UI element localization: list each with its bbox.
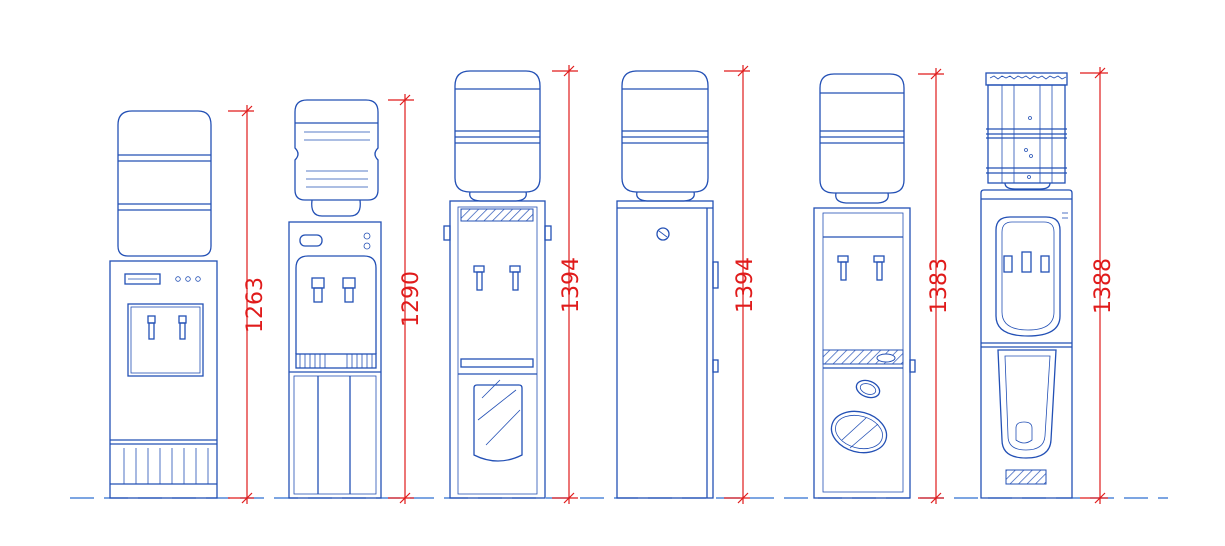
- tap-icon: [178, 315, 187, 340]
- water-bottle-6: [985, 72, 1068, 190]
- dimension-4: 1394: [724, 65, 758, 504]
- tap-icon: [311, 277, 325, 303]
- dimension-label: 1394: [559, 257, 584, 313]
- tap-icon: [342, 277, 356, 303]
- tap-icon: [147, 315, 156, 340]
- water-cooler-6: [980, 72, 1073, 499]
- dimension-5: 1383: [918, 68, 952, 504]
- dimension-label: 1383: [927, 258, 952, 314]
- dimension-label: 1388: [1091, 258, 1116, 314]
- tap-icon: [1021, 251, 1032, 273]
- water-bottle-5: [819, 73, 905, 204]
- water-bottle-4: [621, 70, 709, 202]
- tap-icon: [509, 265, 521, 291]
- water-bottle-1: [117, 110, 212, 257]
- tap-icon: [873, 255, 885, 281]
- dimension-label: 1263: [243, 277, 268, 333]
- tap-icon: [1040, 255, 1050, 273]
- dimension-3: 1394: [552, 65, 584, 504]
- cooler-body-4: [616, 200, 719, 499]
- dimension-6: 1388: [1080, 67, 1116, 504]
- cooler-body-2: [288, 221, 382, 499]
- cooler-body-1: [109, 260, 218, 499]
- water-cooler-2: [288, 99, 382, 499]
- water-bottle-2: [294, 99, 379, 217]
- water-cooler-3: [443, 70, 552, 499]
- dimension-1: 1263: [228, 105, 268, 504]
- tap-icon: [1003, 255, 1013, 273]
- dimension-2: 1290: [388, 94, 424, 504]
- cooler-body-3: [443, 200, 552, 499]
- dimension-label: 1290: [399, 271, 424, 327]
- tap-icon: [473, 265, 485, 291]
- cooler-body-6: [980, 189, 1073, 499]
- water-cooler-4: [616, 70, 719, 499]
- cooler-body-5: [813, 207, 916, 499]
- dimension-label: 1394: [733, 257, 758, 313]
- water-bottle-3: [454, 70, 541, 202]
- water-cooler-1: [109, 110, 218, 499]
- tap-icon: [837, 255, 849, 281]
- water-cooler-5: [813, 73, 916, 499]
